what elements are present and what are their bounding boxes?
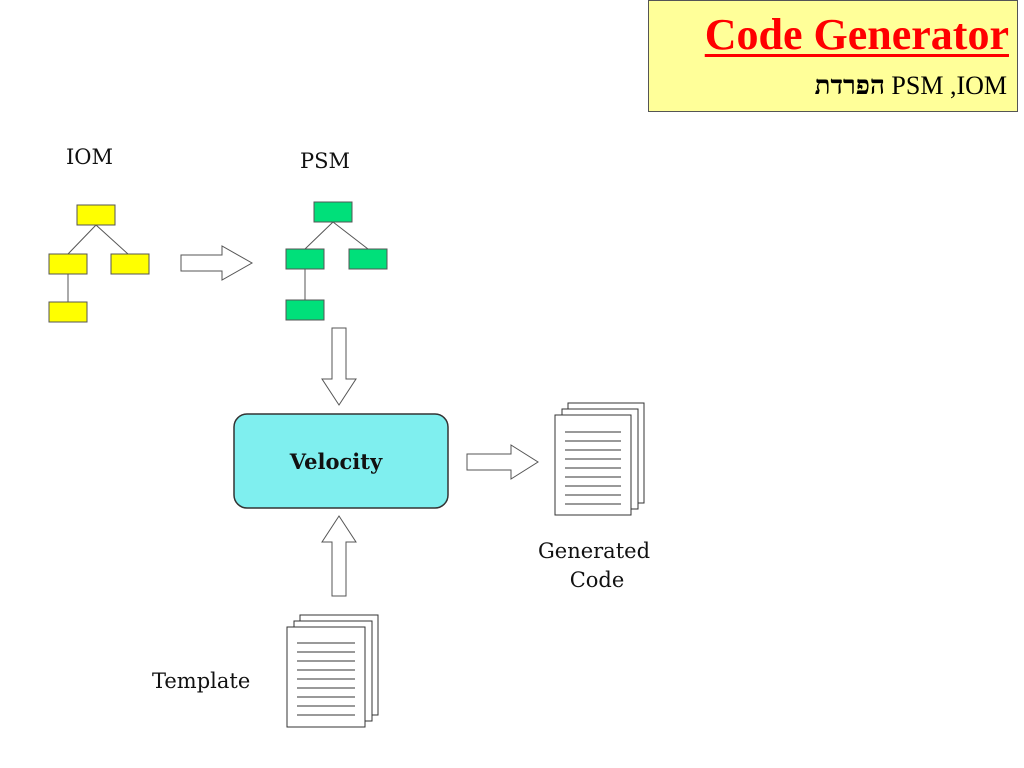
slide-title: Code Generator <box>704 10 1009 59</box>
generated-code-label-line2: Code <box>570 568 625 592</box>
subtitle-acronyms: PSM ,IOM <box>891 71 1007 100</box>
iom-grandchild-node <box>48 301 88 323</box>
template-document-icon <box>286 614 379 728</box>
generated-code-label-line1: Generated <box>538 539 650 563</box>
iom-to-psm-arrow-icon <box>180 245 254 281</box>
velocity-box <box>233 413 449 509</box>
velocity-to-code-arrow-icon <box>466 444 539 480</box>
velocity-label: Velocity <box>289 449 383 474</box>
title-box: Code Generator הפרדת PSM ,IOM <box>648 0 1018 112</box>
psm-tree-icon <box>304 221 369 300</box>
iom-label: IOM <box>66 145 113 169</box>
template-label: Template <box>152 669 250 693</box>
iom-child-node-left <box>48 253 88 275</box>
slide-subtitle: הפרדת PSM ,IOM <box>815 71 1007 101</box>
psm-child-node-right <box>348 248 388 270</box>
psm-root-node <box>313 201 353 223</box>
psm-to-velocity-arrow-icon <box>321 327 357 406</box>
psm-grandchild-node <box>285 299 325 321</box>
iom-child-node-right <box>110 253 150 275</box>
template-to-velocity-arrow-icon <box>321 515 357 597</box>
psm-child-node-left <box>285 248 325 270</box>
subtitle-hebrew: הפרדת <box>814 71 885 100</box>
iom-root-node <box>76 204 116 226</box>
psm-label: PSM <box>300 149 350 173</box>
generated-code-document-icon <box>554 402 645 516</box>
iom-tree-icon <box>67 224 129 302</box>
